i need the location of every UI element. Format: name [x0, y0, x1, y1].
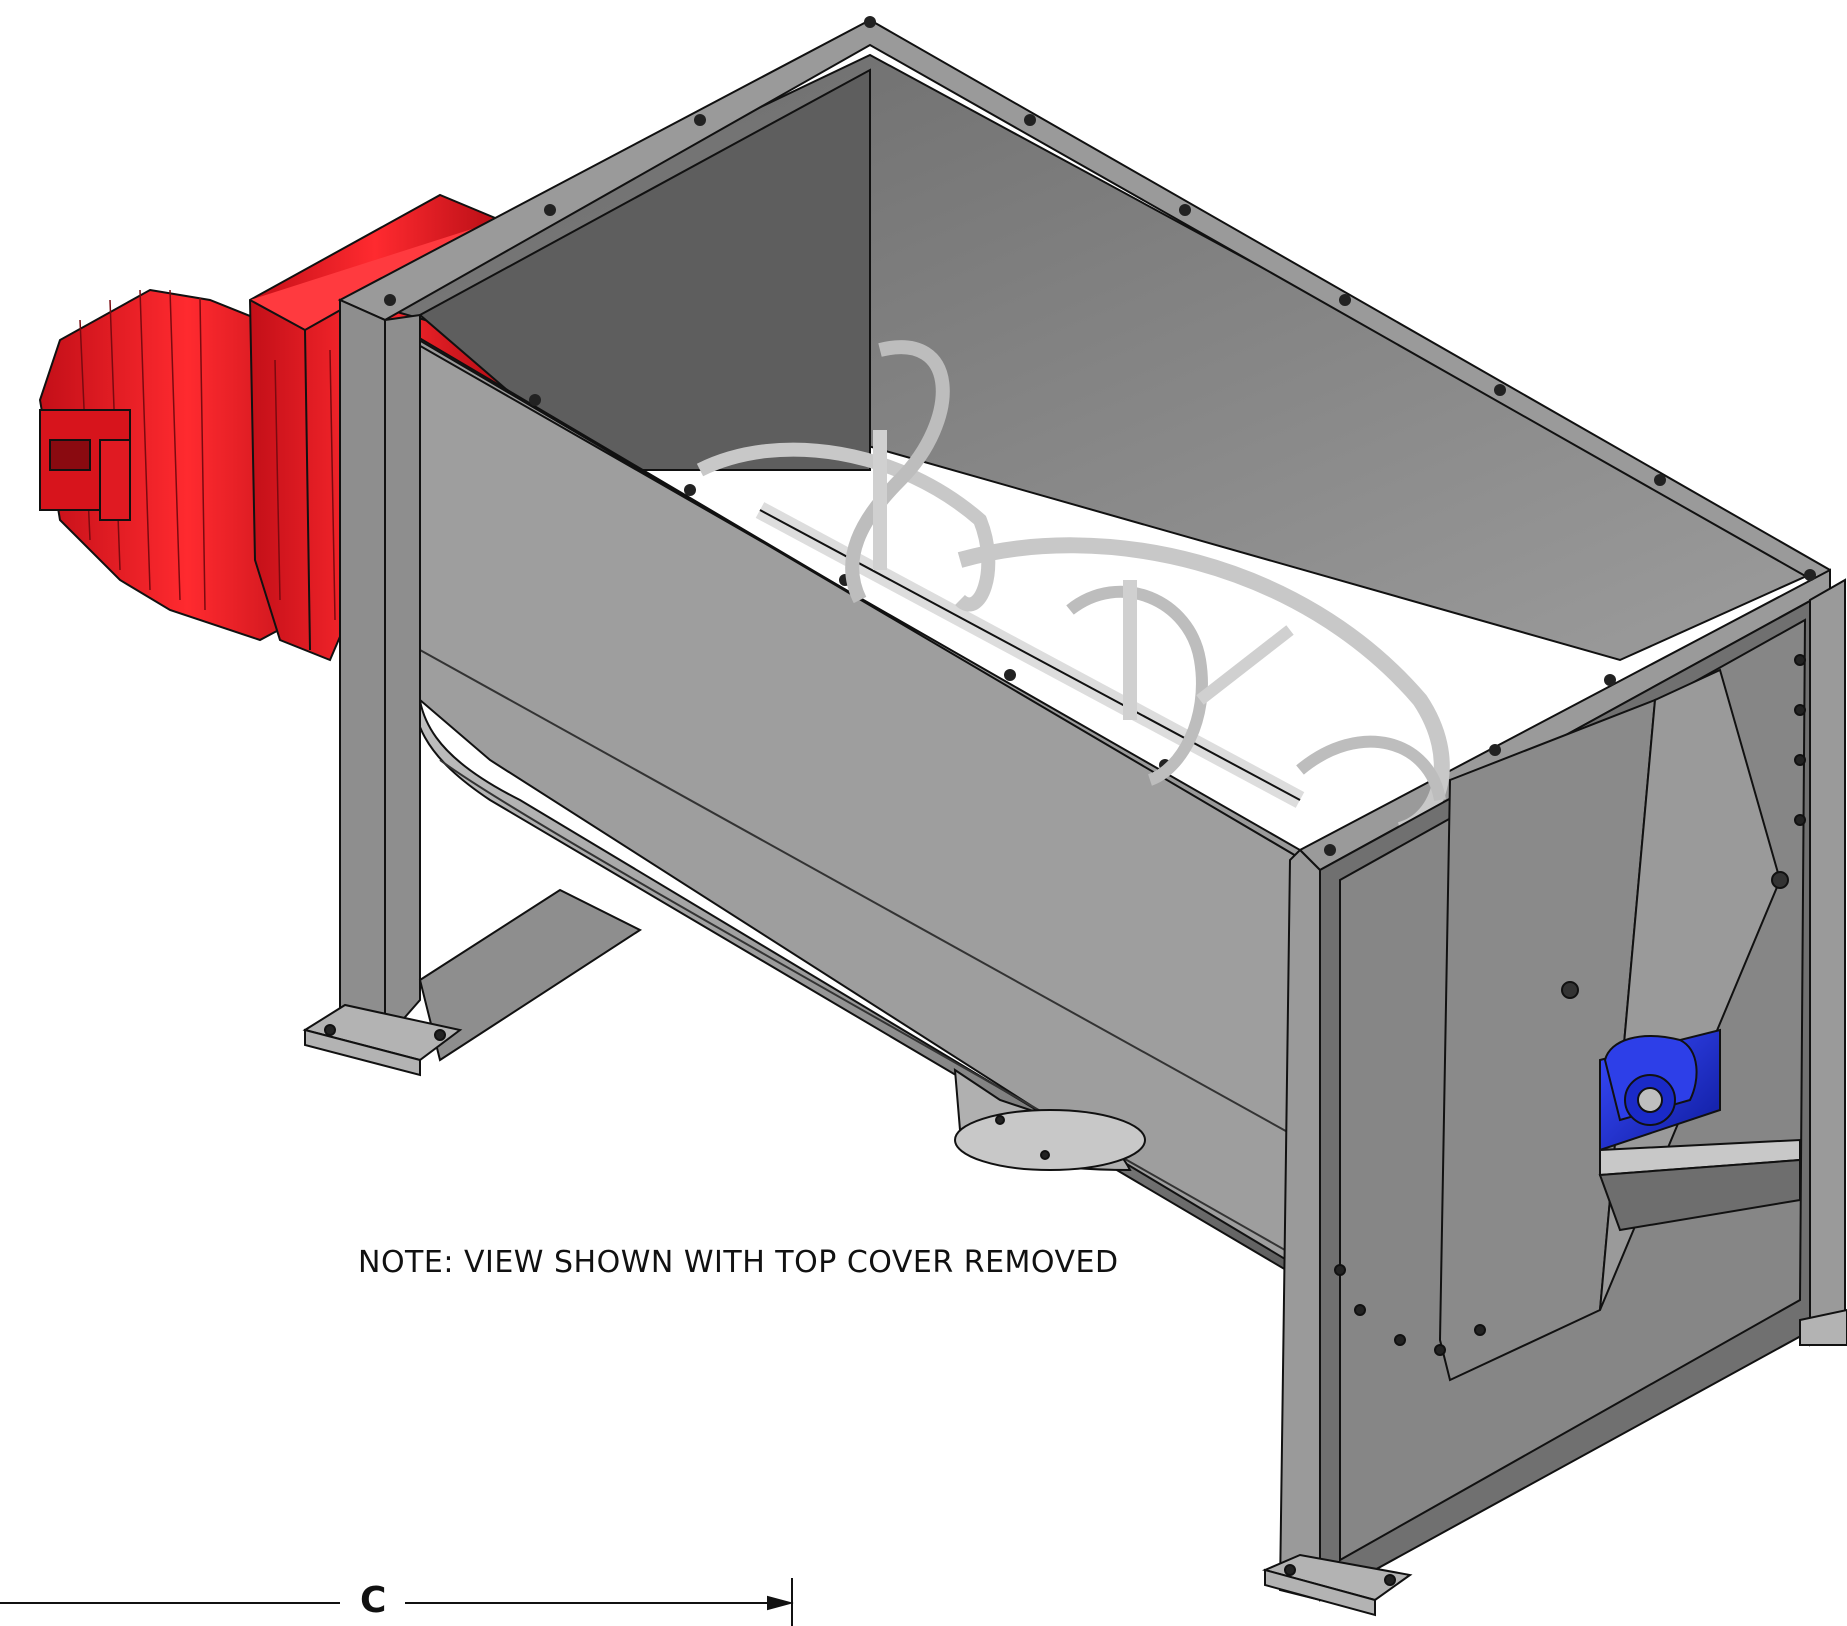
rim-bolts	[384, 16, 1816, 856]
right-foot	[1261, 1308, 1847, 1617]
pillow-block-bearing	[1598, 1028, 1801, 1232]
ribbon-agitator	[696, 340, 1450, 838]
dimension-label: C	[360, 1580, 387, 1621]
note-text: NOTE: VIEW SHOWN WITH TOP COVER REMOVED	[358, 1245, 1119, 1280]
discharge-flange	[953, 1068, 1146, 1172]
left-end-frame	[339, 298, 643, 1062]
trough	[352, 53, 1823, 1292]
dimension-c	[0, 1578, 794, 1626]
right-end-frame	[1278, 578, 1846, 1602]
left-foot	[302, 1003, 463, 1077]
